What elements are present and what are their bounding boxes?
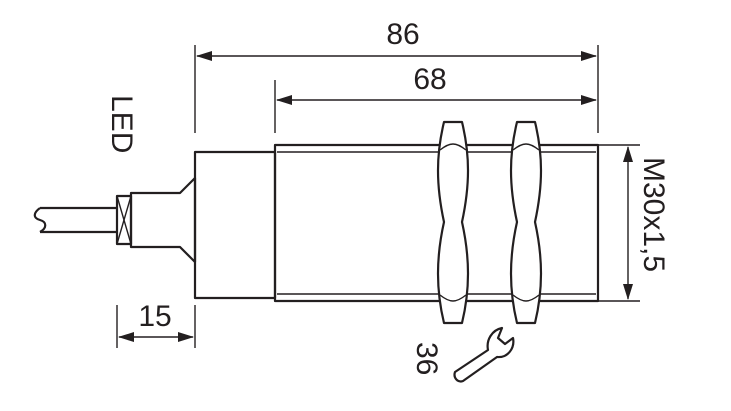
wrench-shape [453,326,515,383]
sleeve-outline [273,143,600,303]
nut-1-body [436,120,470,325]
dimension-cable-end: 15 [116,300,196,348]
cable-end-label: 15 [138,300,171,333]
thread-label: M30x1,5 [637,157,670,272]
wrench-icon [453,326,515,383]
cable [33,206,117,234]
cable-gland [115,176,197,264]
housing-length-label: 68 [413,63,446,96]
lock-nut-1 [436,120,470,325]
overall-length-label: 86 [386,18,419,51]
dimension-overall-length: 86 [194,18,599,133]
threaded-sleeve [273,143,600,303]
arrowhead-left [276,95,292,105]
nut-2-face-bottom [512,294,540,302]
wrench-size-label: 36 [410,342,443,375]
arrowhead-right [581,95,597,105]
arrowhead-left [196,51,212,61]
dimension-thread: M30x1,5 [598,144,670,302]
arrowhead-right [581,51,597,61]
lock-nut-2 [509,120,543,325]
arrowhead-right [178,332,194,342]
arrowhead-top [623,146,633,162]
dimension-housing-length: 68 [274,63,597,133]
gland-body [129,176,197,264]
led-label: LED [105,95,138,153]
nut-1-face-bottom [439,294,467,302]
nut-2-body [509,120,543,325]
rear-housing [193,150,277,300]
gland-cross-2 [116,195,132,245]
nut-2-face-top [512,143,540,151]
arrowhead-bottom [623,284,633,300]
arrowhead-left [118,332,134,342]
nut-1-face-top [439,143,467,151]
cable-break-mark [33,207,47,233]
